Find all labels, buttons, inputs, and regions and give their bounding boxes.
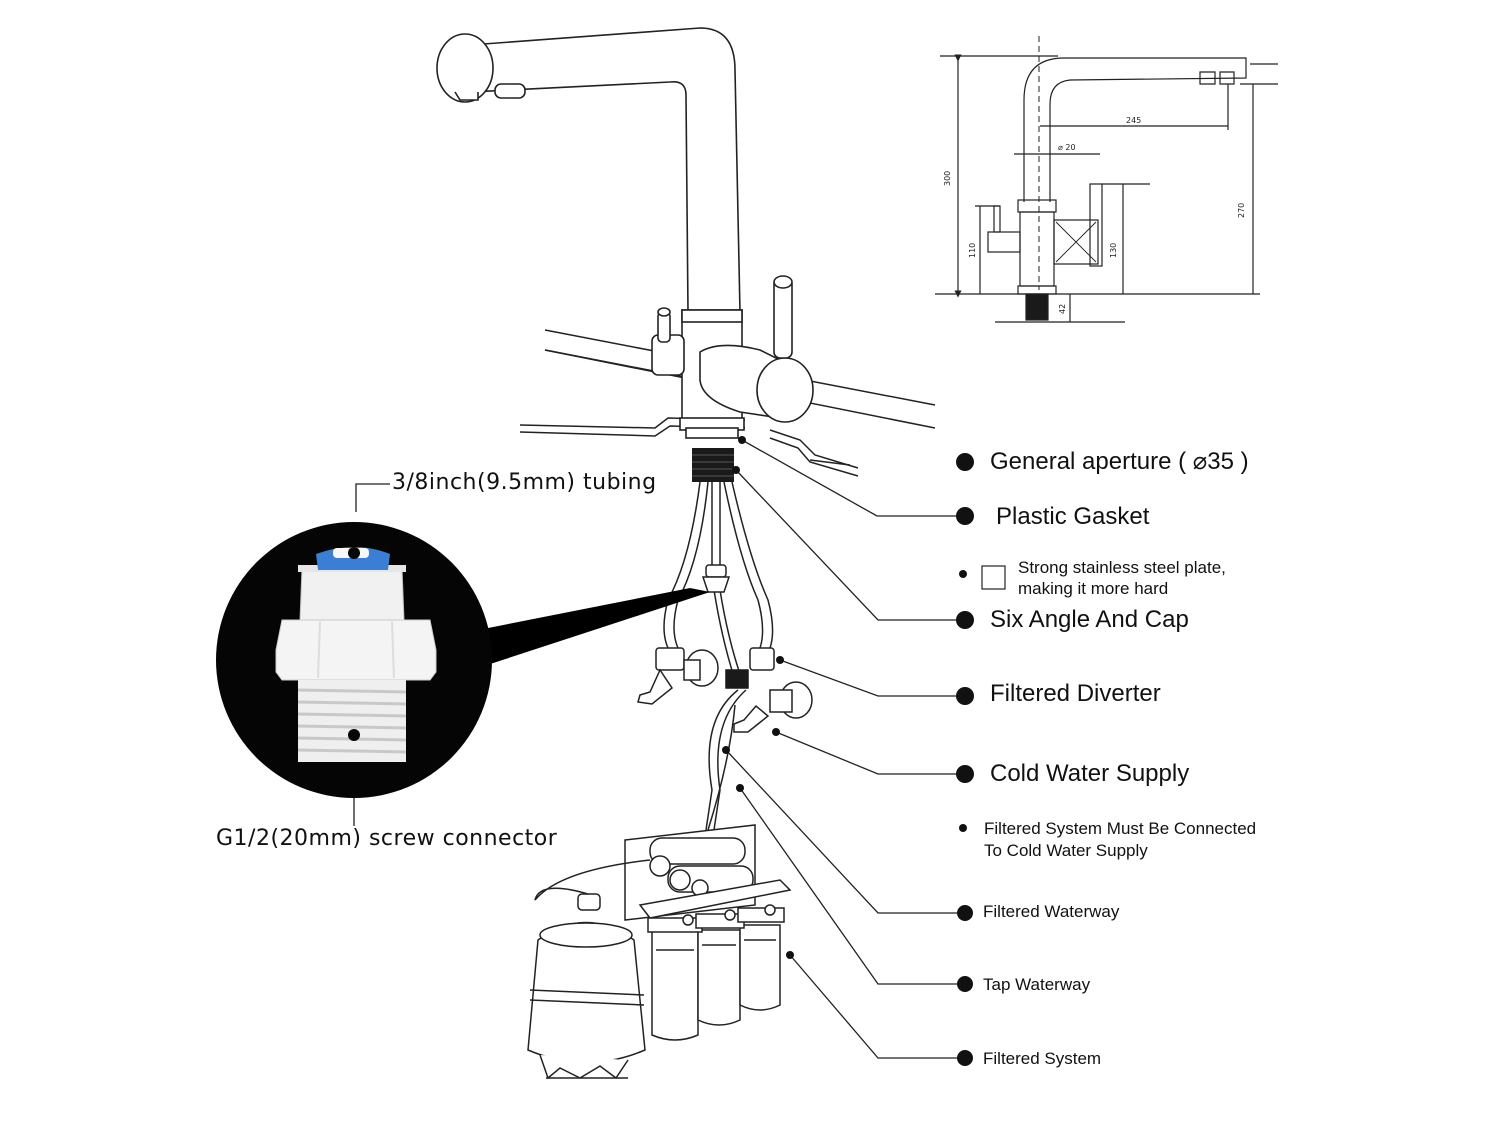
filtered-diverter-label: Filtered Diverter [990, 680, 1161, 707]
filtered-waterway-label: Filtered Waterway [983, 902, 1120, 921]
bullet-filtered-system [957, 1050, 973, 1066]
faucet-body [436, 27, 814, 439]
leader-dots [722, 436, 794, 959]
cold-water-supply-label: Cold Water Supply [990, 760, 1190, 787]
screw-connector-label: G1/2(20mm) screw connector [216, 826, 558, 851]
tubing-label: 3/8inch(9.5mm) tubing [392, 470, 657, 495]
legend-bullets [956, 453, 974, 1066]
dim-diameter: ⌀ 20 [1058, 143, 1076, 152]
bullet-cold-water [956, 765, 974, 783]
technical-drawing [935, 36, 1278, 323]
bullet-general-aperture [956, 453, 974, 471]
steel-plate-line2: making it more hard [1018, 579, 1169, 598]
dim-body-height: 130 [1109, 243, 1118, 258]
bullet-tap-waterway [957, 976, 973, 992]
bullet-plastic-gasket [956, 507, 974, 525]
dim-reach: 245 [1126, 116, 1141, 125]
threaded-shank [692, 448, 734, 482]
bullet-must-connect [959, 824, 967, 832]
angle-valves [637, 647, 813, 733]
storage-tank [527, 859, 651, 1080]
steel-plate-box [981, 565, 1006, 590]
must-connect-line1: Filtered System Must Be Connected [984, 819, 1257, 838]
bullet-filtered-waterway [957, 905, 973, 921]
hose-fitting [701, 564, 731, 593]
connector-inset [216, 522, 710, 798]
dim-height-total: 300 [943, 171, 952, 186]
must-connect-line2: To Cold Water Supply [984, 841, 1148, 860]
filter-system [624, 824, 792, 1041]
inset-callouts [353, 483, 390, 826]
dim-height-right: 270 [1237, 203, 1246, 218]
filtered-system-label: Filtered System [983, 1049, 1102, 1068]
tap-waterway-label: Tap Waterway [983, 975, 1091, 994]
leader-lines [725, 439, 958, 1059]
six-angle-cap-label: Six Angle And Cap [990, 606, 1189, 633]
bullet-steel-plate [959, 570, 967, 578]
steel-plate-line1: Strong stainless steel plate, [1018, 558, 1226, 577]
bullet-filtered-diverter [956, 687, 974, 705]
plastic-gasket-label: Plastic Gasket [996, 503, 1150, 530]
dim-base: 42 [1058, 304, 1067, 314]
bullet-six-angle [956, 611, 974, 629]
dim-lever-height: 110 [968, 243, 977, 258]
general-aperture-label: General aperture ( ⌀35 ) [990, 448, 1249, 475]
